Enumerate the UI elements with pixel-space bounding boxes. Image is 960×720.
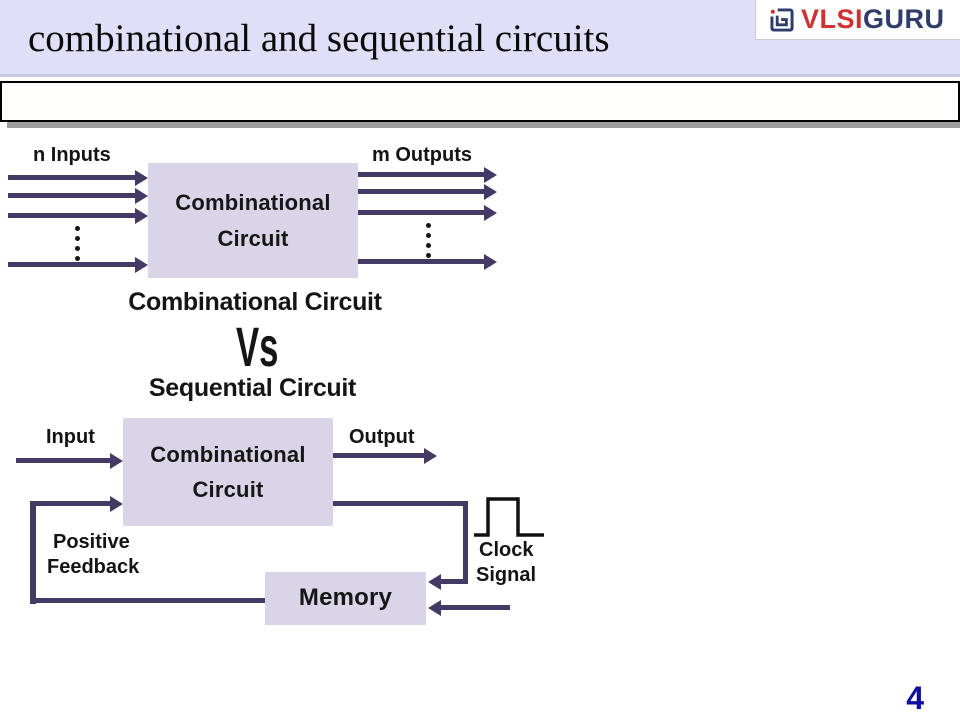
box-label-line1: Combinational xyxy=(175,190,331,216)
page-title: combinational and sequential circuits xyxy=(28,17,610,60)
memory-label: Memory xyxy=(298,584,393,612)
combinational-circuit-box-top: Combinational Circuit xyxy=(148,163,358,278)
logo-brand-secondary: GURU xyxy=(863,4,945,34)
n-inputs-label: n Inputs xyxy=(33,144,111,166)
input-arrow-1 xyxy=(8,175,135,180)
input-arrow-2 xyxy=(8,193,135,198)
empty-text-box xyxy=(0,81,960,122)
box-label-line2: Circuit xyxy=(192,477,264,502)
clock-label-line1: Clock xyxy=(479,539,534,561)
output-arrow-2 xyxy=(358,189,484,194)
feedback-line-left-vertical xyxy=(30,501,36,604)
outputs-ellipsis-dots xyxy=(426,223,431,258)
m-outputs-label: m Outputs xyxy=(372,144,472,166)
arrow-into-memory-top xyxy=(441,579,468,584)
feedback-line-top xyxy=(333,501,468,506)
input-arrow xyxy=(16,458,110,463)
box-label-line2: Circuit xyxy=(217,225,289,251)
feedback-line-bottom xyxy=(30,598,265,603)
memory-box: Memory xyxy=(265,572,426,625)
output-arrow-1 xyxy=(358,172,484,177)
box-label-line1: Combinational xyxy=(150,441,306,467)
output-arrow xyxy=(333,453,424,458)
feedback-line-right-vertical xyxy=(463,501,468,584)
output-arrow-3 xyxy=(358,210,484,215)
vlsiguru-logo: VLSIGURU xyxy=(755,0,960,40)
page-number: 4 xyxy=(906,680,924,716)
clock-label-line2: Signal xyxy=(476,564,537,586)
feedback-arrow-into-circuit xyxy=(33,501,110,506)
feedback-label-line2: Feedback xyxy=(47,556,140,578)
input-arrow-3 xyxy=(8,213,135,218)
logo-brand-primary: VLSI xyxy=(801,4,864,34)
feedback-label-line1: Positive xyxy=(53,531,130,553)
output-arrow-m xyxy=(358,259,484,264)
input-label: Input xyxy=(46,426,95,448)
input-arrow-n xyxy=(8,262,135,267)
clock-pulse-icon xyxy=(472,495,546,544)
clock-signal-arrow xyxy=(441,605,510,610)
combinational-circuit-box-bottom: Combinational Circuit xyxy=(123,418,333,526)
comparison-line1: Combinational Circuit xyxy=(128,288,382,316)
comparison-vs: Vs xyxy=(236,315,279,378)
inputs-ellipsis-dots xyxy=(75,226,80,261)
square-spiral-icon xyxy=(768,6,796,34)
output-label: Output xyxy=(349,426,415,448)
comparison-line2: Sequential Circuit xyxy=(148,374,357,402)
